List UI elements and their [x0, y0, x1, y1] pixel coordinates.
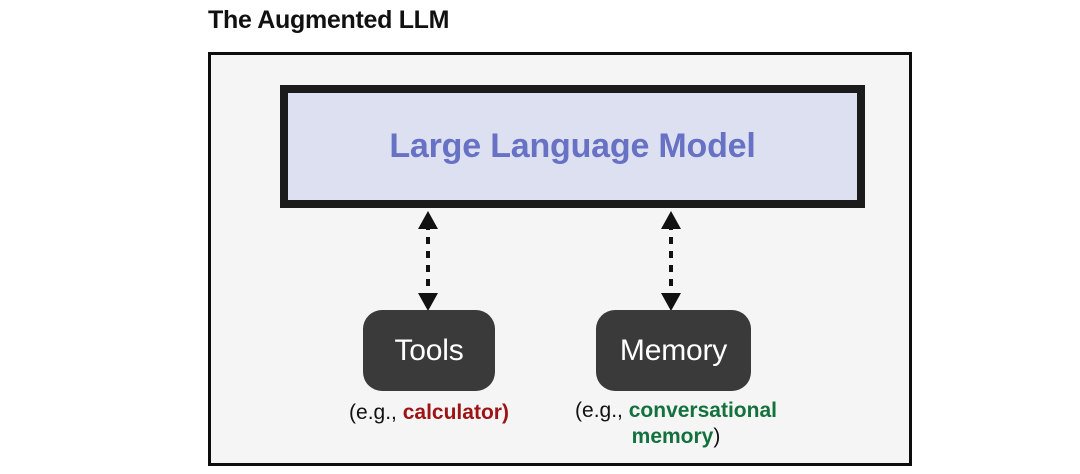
memory-node: Memory	[596, 310, 751, 391]
connector-llm-tools-icon	[418, 211, 438, 311]
memory-node-label: Memory	[619, 333, 728, 367]
memory-caption-prefix: (e.g.,	[575, 399, 629, 422]
diagram-frame: Large Language Model Tools Memory (e.g.,…	[208, 52, 912, 466]
tools-caption-suffix: )	[501, 401, 509, 424]
connector-llm-memory-icon	[661, 211, 681, 311]
tools-caption: (e.g., calculator)	[329, 400, 529, 426]
memory-caption: (e.g., conversational memory)	[541, 398, 811, 449]
memory-caption-accent: conversational memory	[628, 399, 777, 448]
llm-node-label: Large Language Model	[389, 127, 756, 165]
memory-caption-suffix: )	[713, 424, 721, 448]
llm-node: Large Language Model	[280, 85, 865, 208]
tools-caption-prefix: (e.g.,	[349, 401, 403, 424]
page-title: The Augmented LLM	[208, 6, 450, 34]
tools-node-label: Tools	[394, 333, 464, 367]
tools-node: Tools	[363, 310, 495, 391]
tools-caption-accent: calculator	[402, 401, 502, 424]
